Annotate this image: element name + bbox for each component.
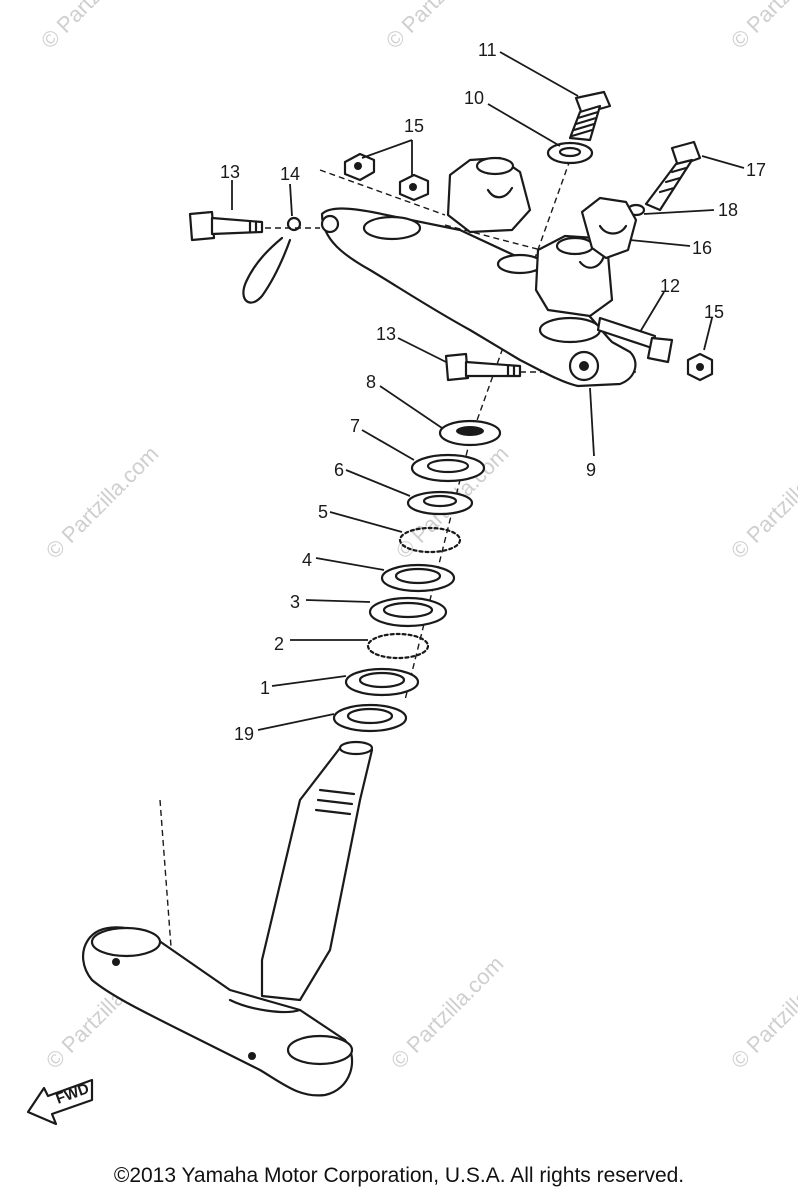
ball-bearing-2 — [366, 632, 430, 660]
watermark: © Partzilla.com — [386, 951, 509, 1074]
callout-1: 1 — [260, 678, 270, 698]
callout-4: 4 — [302, 550, 312, 570]
watermark: © Partzilla.com — [36, 0, 159, 54]
race-4 — [380, 563, 456, 593]
watermark: © Partzilla.com — [726, 441, 798, 564]
callout-5: 5 — [318, 502, 328, 522]
cover-6 — [406, 490, 474, 516]
callout-16: 16 — [692, 238, 712, 258]
nut-15-upper-left — [343, 152, 376, 182]
watermark: © Partzilla.com — [726, 0, 798, 54]
race-1 — [344, 667, 420, 697]
fwd-arrow-icon: FWD — [26, 1078, 94, 1126]
callout-9: 9 — [586, 460, 596, 480]
cotter-wire-14 — [242, 216, 302, 304]
callout-15-right: 15 — [704, 302, 724, 322]
washer-7 — [410, 453, 486, 483]
callout-13: 13 — [220, 162, 240, 182]
callout-10: 10 — [464, 88, 484, 108]
callout-12: 12 — [660, 276, 680, 296]
nut-15-upper-right — [398, 173, 430, 202]
race-3 — [368, 596, 448, 628]
bolt-12 — [596, 316, 674, 364]
callout-3: 3 — [290, 592, 300, 612]
leader-lines — [231, 51, 745, 731]
callout-14: 14 — [280, 164, 300, 184]
callout-2: 2 — [274, 634, 284, 654]
clamp-16 — [580, 196, 638, 260]
watermark: © Partzilla.com — [726, 951, 798, 1074]
ball-bearing-5 — [398, 526, 462, 554]
watermark: © Partzilla.com — [41, 441, 164, 564]
callout-labels: 11 10 15 13 14 17 18 16 12 15 13 8 9 7 6… — [220, 40, 766, 744]
bolt-13-upper — [188, 210, 264, 242]
nut-15-lower-right — [686, 352, 714, 382]
copyright-notice: ©2013 Yamaha Motor Corporation, U.S.A. A… — [113, 1164, 685, 1187]
callout-6: 6 — [334, 460, 344, 480]
bolt-13-lower — [444, 352, 522, 382]
callout-17: 17 — [746, 160, 766, 180]
callout-11: 11 — [478, 40, 497, 60]
callout-19: 19 — [234, 724, 254, 744]
callout-18: 18 — [718, 200, 738, 220]
bolt-11 — [568, 90, 612, 142]
callout-15: 15 — [404, 116, 424, 136]
nut-8 — [438, 419, 502, 447]
seal-19 — [332, 703, 408, 733]
callout-7: 7 — [350, 416, 360, 436]
callout-8: 8 — [366, 372, 376, 392]
washer-10 — [546, 141, 594, 165]
upper-bracket — [320, 156, 637, 388]
steering-stem — [82, 740, 374, 1097]
callout-13-lower: 13 — [376, 324, 396, 344]
bolt-17 — [644, 140, 702, 212]
